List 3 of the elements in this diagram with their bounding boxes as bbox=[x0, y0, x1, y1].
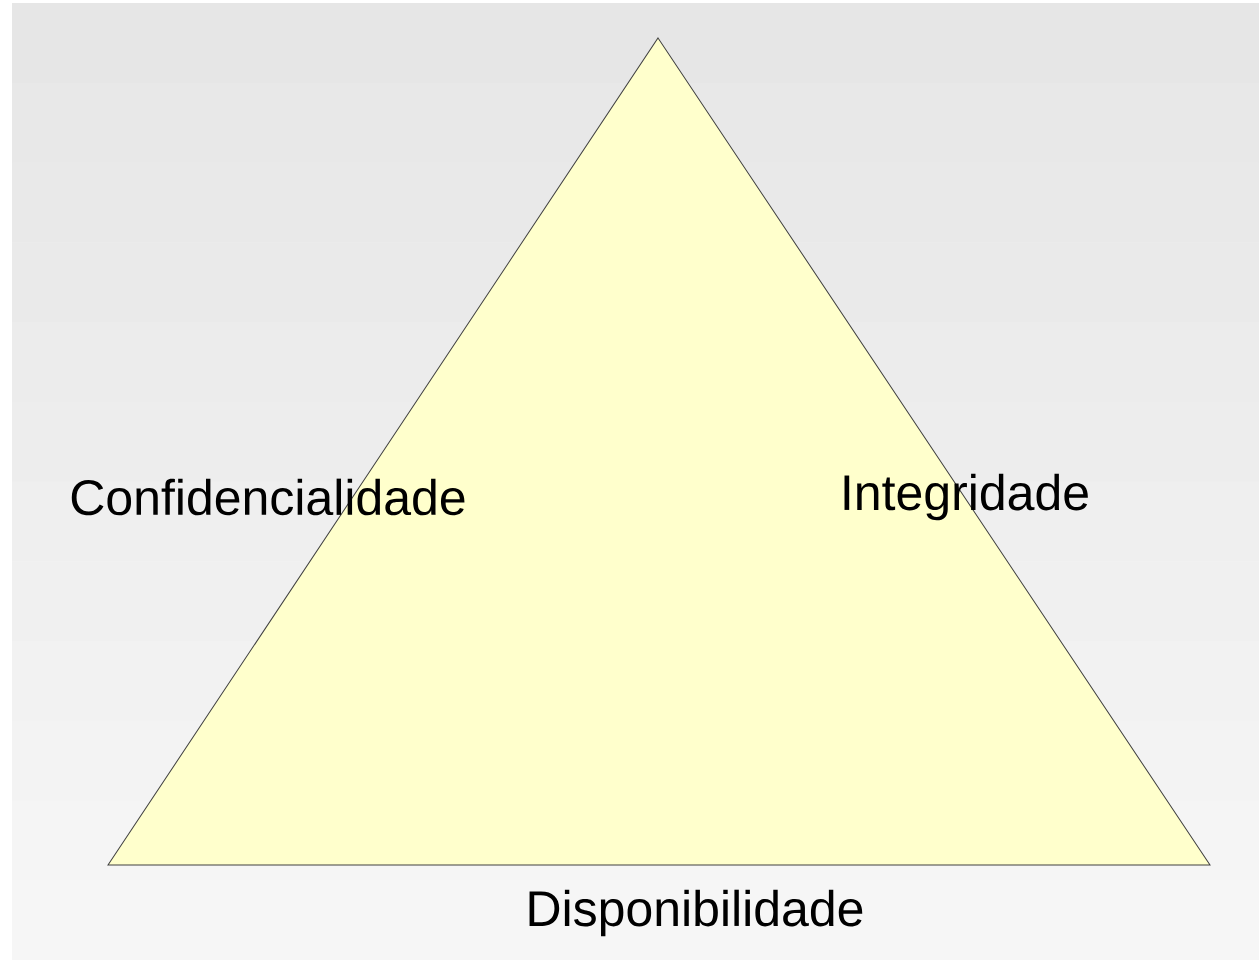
side-label: Disponibilidade bbox=[529, 889, 863, 937]
side-label: Integridade bbox=[844, 473, 1088, 521]
side-label: Confidencialidade bbox=[71, 478, 465, 516]
